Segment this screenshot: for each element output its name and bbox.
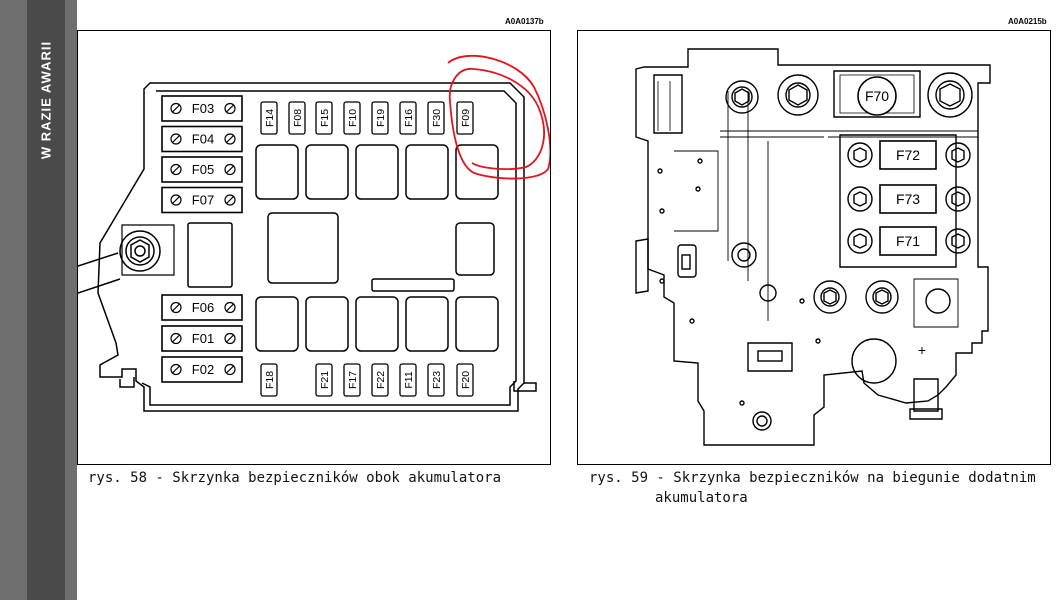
fuse-block: F71 [879,226,937,256]
fuse-pin [224,363,236,376]
fuse-block: F72 [879,140,937,170]
fuse-pin [170,133,182,145]
fuse-pin [224,102,236,115]
mini-fuse: F08 [288,101,306,135]
fuse-label: F02 [192,362,214,377]
fuse-label: F04 [192,132,214,147]
fuse-pin [170,102,182,115]
mini-fuse: F30 [427,101,445,135]
fuse-label: F70 [865,88,889,104]
fuse-pin [224,332,236,345]
figure-right-caption-line1: rys. 59 - Skrzynka bezpieczników na bieg… [589,470,1036,486]
fuse-pin [224,133,236,145]
mini-fuse: F11 [399,363,417,397]
housing-inner-outline [141,90,517,406]
fuse-pin [224,163,236,176]
fuse-label: F16 [403,109,415,127]
mini-fuse: F18 [260,363,278,397]
fuse-pin [170,194,182,206]
fuse-label: F10 [347,109,359,127]
fuse-label: F23 [431,371,443,389]
fuse-label: F17 [347,371,359,389]
sidebar-band [27,0,65,600]
mini-fuse: F16 [399,101,417,135]
figure-right-code: A0A0215b [1008,17,1047,26]
mini-fuse: F21 [315,363,333,397]
fuse-pin [170,332,182,345]
fuse-label: F05 [192,162,214,177]
large-fuse: F02 [161,356,243,383]
mini-fuse: F09 [456,101,474,135]
fuse-label: F11 [403,371,415,388]
sidebar: W RAZIE AWARII [0,0,77,600]
section-title: W RAZIE AWARII [38,40,54,160]
fuse-label: F72 [896,147,920,163]
fuse-pin [224,194,236,206]
fuse-label: F09 [460,109,472,127]
fuse-label: F06 [192,300,214,315]
fuse-label: F03 [192,101,214,116]
fuse-label: F20 [460,371,472,389]
annotation-scribble [447,55,552,180]
fuse-holder-body [635,48,991,446]
fuse-f70: F70 [857,76,897,116]
mini-fuse: F15 [315,101,333,135]
figure-left-code: A0A0137b [505,17,544,26]
mini-fuse: F23 [427,363,445,397]
mini-fuse: F19 [371,101,389,135]
fuse-pin [170,301,182,314]
large-fuse: F07 [161,186,243,214]
fuse-label: F08 [292,109,304,127]
fuse-label: F07 [192,193,214,208]
fuse-label: F01 [192,331,214,346]
fuse-pin [170,363,182,376]
fuse-label: F18 [264,371,276,389]
fuse-pin [170,163,182,176]
large-fuse: F01 [161,325,243,352]
fuse-label: F21 [319,371,331,389]
mini-fuse: F22 [371,363,389,397]
fuse-label: F15 [319,109,331,127]
large-fuse: F05 [161,156,243,183]
figure-right-caption-line2: akumulatora [655,490,748,506]
large-fuse: F03 [161,95,243,122]
fuse-block: F73 [879,184,937,214]
mini-fuse: F17 [343,363,361,397]
mini-fuse: F20 [456,363,474,397]
fuse-label: F14 [264,109,276,127]
large-fuse: F04 [161,125,243,153]
fuse-pin [224,301,236,314]
fuse-label: F71 [896,233,920,249]
figure-left-caption: rys. 58 - Skrzynka bezpieczników obok ak… [88,470,502,486]
large-fuse: F06 [161,294,243,321]
mini-fuse: F14 [260,101,278,135]
fuse-label: F19 [375,109,387,127]
plus-symbol: + [918,342,926,358]
fuse-label: F22 [375,371,387,389]
mini-fuse: F10 [343,101,361,135]
fuse-label: F30 [431,109,443,127]
fuse-label: F73 [896,191,920,207]
